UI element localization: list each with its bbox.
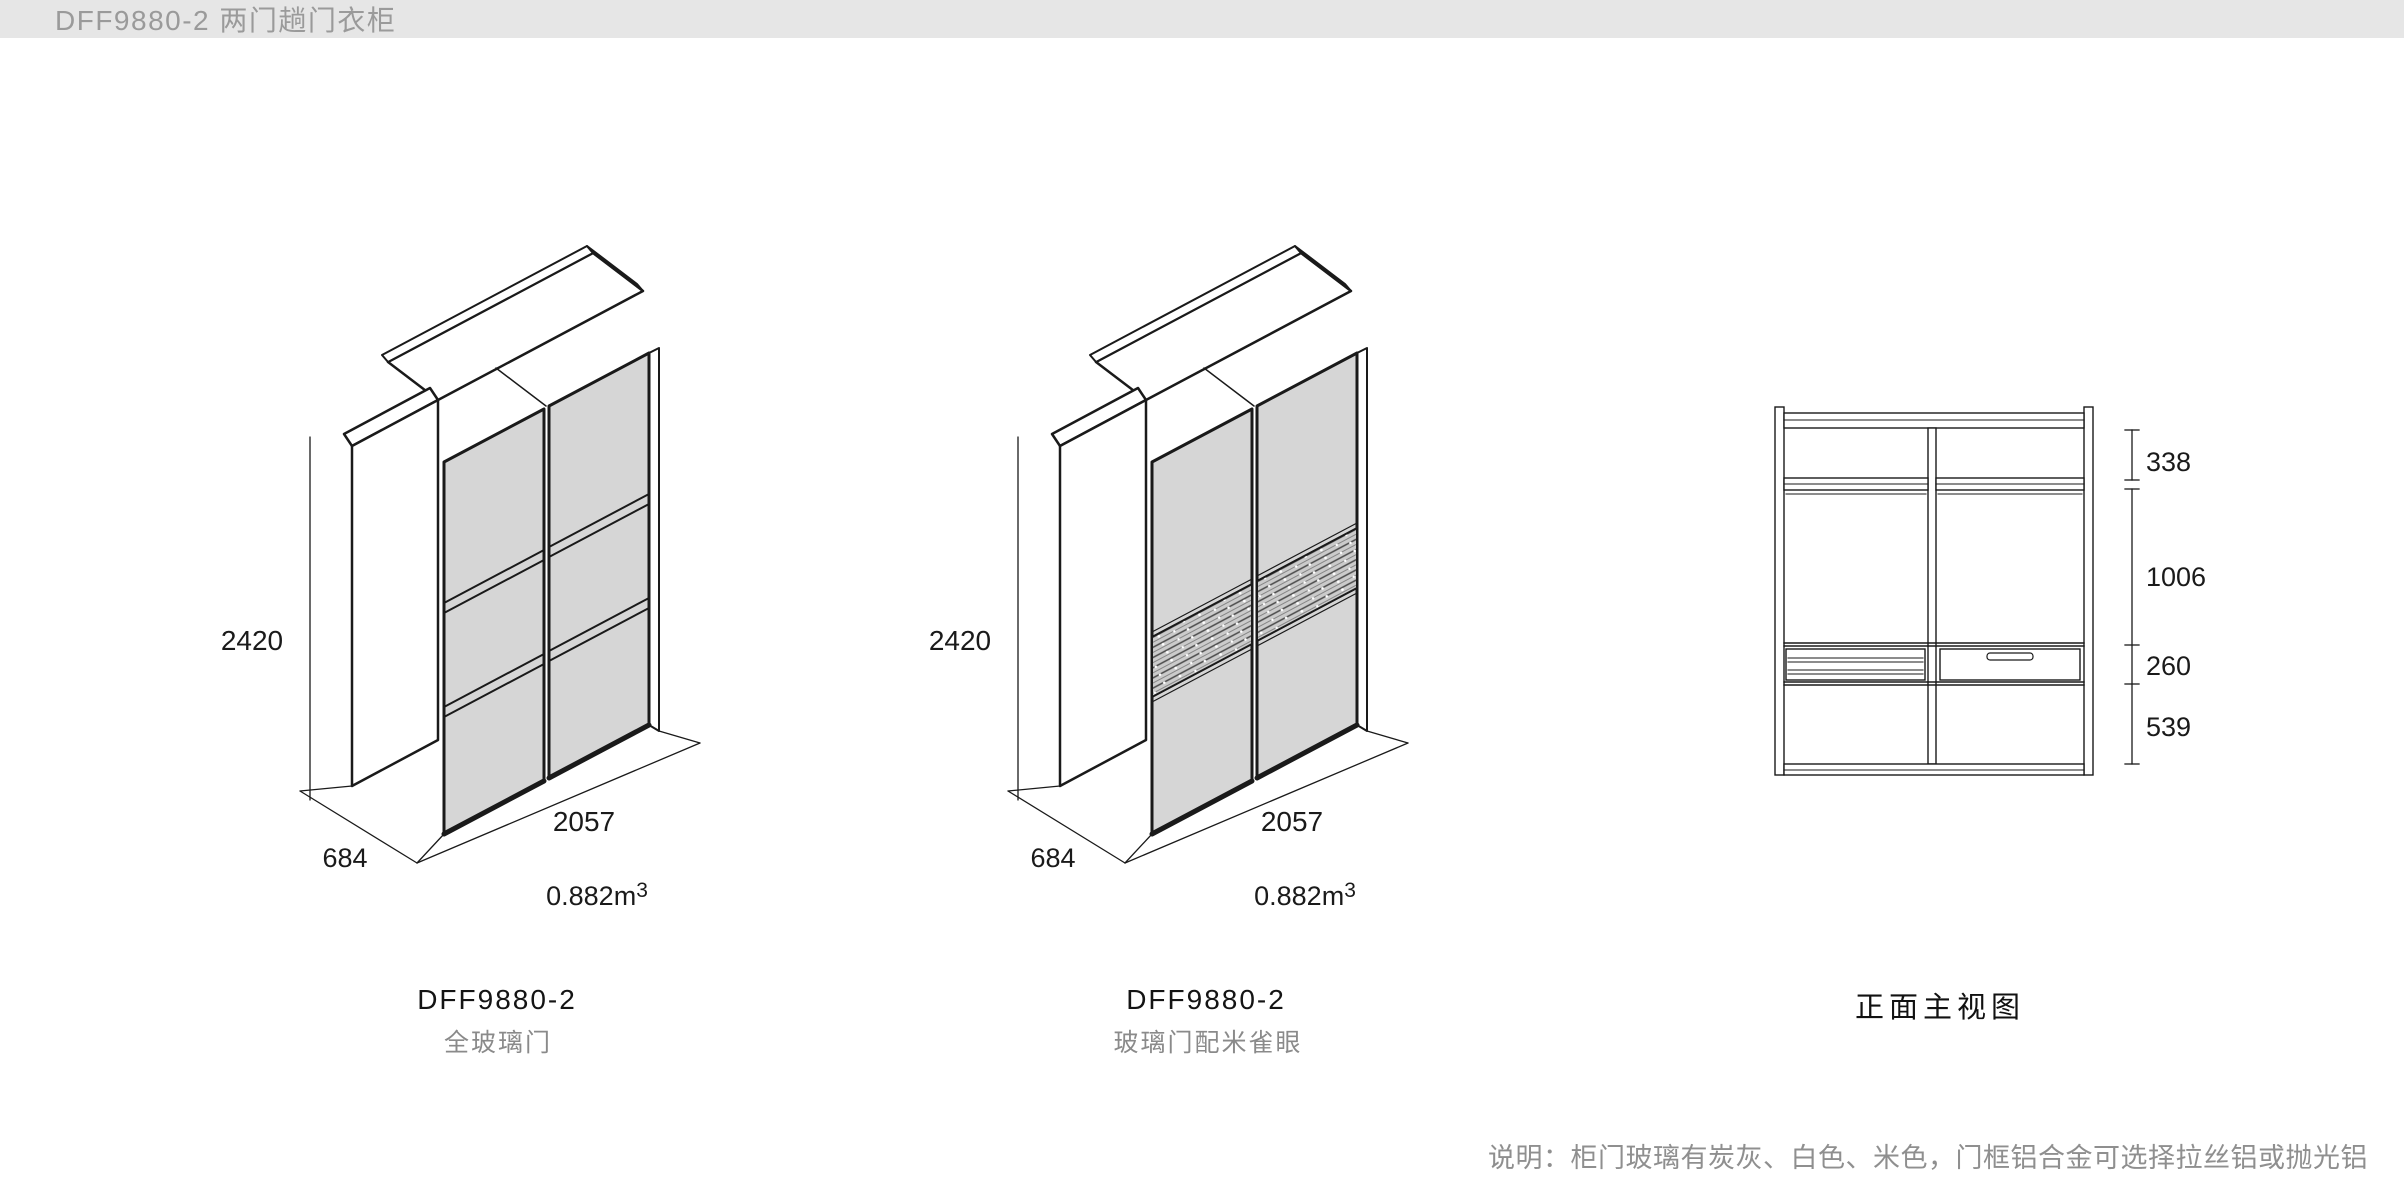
trouser-rack (1785, 648, 1926, 681)
cabinet-back-lip-right (1294, 245, 1352, 292)
volume-label: 0.882m3 (1254, 879, 1356, 911)
page-title: DFF9880-2 两门趟门衣柜 (55, 5, 397, 36)
elevation-dimension-lines (2124, 429, 2140, 765)
center-divider (1927, 427, 1937, 765)
section-dim-338: 338 (2146, 447, 2191, 477)
maple-eye-band-left (1151, 583, 1253, 698)
drawer-zone-top (1783, 642, 2085, 647)
door-bottom-left (441, 778, 547, 837)
product-variant-1: 全玻璃门 (443, 1029, 553, 1057)
height-dim-label: 2420 (929, 625, 991, 656)
depth-dim-label: 684 (1030, 843, 1075, 873)
width-dim-label: 2057 (1261, 806, 1323, 837)
left-post (1774, 406, 1785, 776)
front-elevation: 338 1006 260 539 (1774, 406, 2206, 776)
top-seam-line (1203, 367, 1255, 407)
product-code-1: DFF9880-2 (417, 984, 577, 1015)
header-bar: DFF9880-2 两门趟门衣柜 (0, 0, 2404, 38)
sliding-door-left (442, 407, 546, 836)
height-dim-label: 2420 (221, 625, 283, 656)
door-rails (443, 493, 650, 718)
dimension-lines (1007, 436, 1409, 864)
drawer-zone-bottom (1783, 681, 2085, 686)
note-text: 说明：柜门玻璃有炭灰、白色、米色，门框铝合金可选择拉丝铝或抛光铝 (1488, 1143, 2368, 1173)
section-dim-260: 260 (2146, 651, 2191, 681)
width-dim-label: 2057 (553, 806, 615, 837)
side-panel (1058, 398, 1148, 788)
section-dim-539: 539 (2146, 712, 2191, 742)
product-variant-2: 玻璃门配米雀眼 (1113, 1029, 1303, 1057)
volume-label: 0.882m3 (546, 879, 648, 911)
drawer-handle (1986, 652, 2034, 661)
door-bottom-left (1149, 778, 1255, 837)
wardrobe-iso-full-glass: 2420 684 2057 0.882m3 (221, 245, 701, 911)
depth-dim-label: 684 (322, 843, 367, 873)
section-dim-1006: 1006 (2146, 562, 2206, 592)
sliding-door-right (547, 351, 651, 780)
door-bottom-right (1254, 722, 1360, 781)
dimension-lines (299, 436, 701, 864)
elevation-title: 正面主视图 (1854, 992, 2026, 1024)
right-post (2083, 406, 2094, 776)
door-bottom-right (546, 722, 652, 781)
wardrobe-iso-maple-band: 2420 684 2057 0.882m3 (929, 245, 1409, 911)
top-seam-line (495, 367, 547, 407)
side-panel (350, 398, 440, 788)
maple-eye-band-right (1256, 527, 1358, 642)
band-border-rails (1151, 522, 1358, 703)
product-code-2: DFF9880-2 (1126, 984, 1286, 1015)
cabinet-back-lip-right (586, 245, 644, 292)
